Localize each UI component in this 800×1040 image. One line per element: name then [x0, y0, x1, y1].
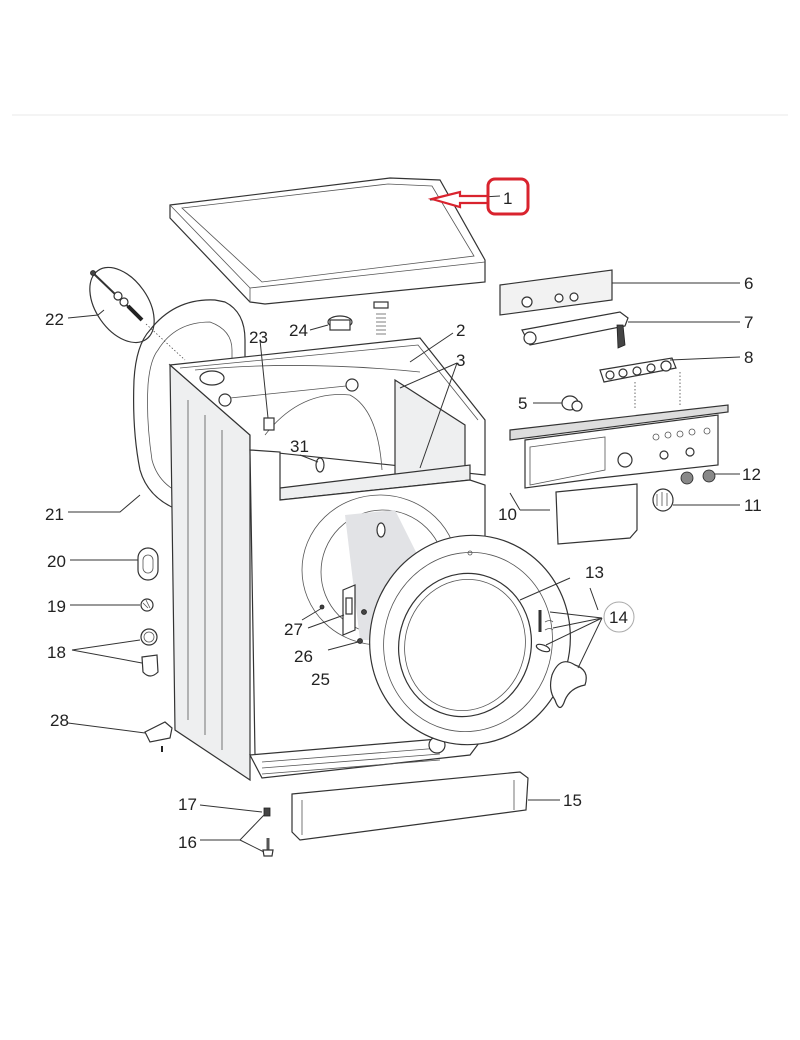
callout-14: 14	[609, 608, 628, 627]
callout-8: 8	[744, 348, 753, 367]
callout-labels: 1 2 3 5 6 7 8 10 11 12 13 14 15 16 17 18…	[45, 189, 762, 852]
callout-5: 5	[518, 394, 527, 413]
screw[interactable]	[357, 638, 363, 644]
programme-knob[interactable]	[652, 488, 674, 512]
header-divider	[12, 114, 788, 116]
screw[interactable]	[319, 604, 325, 610]
callout-16: 16	[178, 833, 197, 852]
small-knob[interactable]	[680, 469, 716, 485]
plug[interactable]	[315, 457, 325, 473]
highlight-callout-1[interactable]	[427, 177, 530, 216]
bracket[interactable]	[263, 417, 275, 431]
callout-23: 23	[249, 328, 268, 347]
foot-nut[interactable]	[263, 807, 271, 817]
callout-28: 28	[50, 711, 69, 730]
callout-14-ring	[603, 601, 635, 633]
callout-21: 21	[45, 505, 64, 524]
callout-24: 24	[289, 321, 308, 340]
callout-25: 25	[311, 670, 330, 689]
door[interactable]	[346, 513, 594, 768]
leader-lines	[67, 195, 741, 853]
control-panel-back[interactable]	[499, 269, 613, 316]
callout-11: 11	[744, 496, 762, 515]
brand-logo-icon	[467, 550, 473, 556]
transit-bolt-kit[interactable]	[77, 256, 186, 361]
service-cover[interactable]	[137, 547, 159, 581]
spring	[373, 301, 389, 335]
callout-3: 3	[456, 351, 465, 370]
callout-31: 31	[290, 437, 309, 456]
callout-19: 19	[47, 597, 66, 616]
door-hinge-handle-kit[interactable]	[535, 610, 587, 709]
callout-15: 15	[563, 791, 582, 810]
top-cover[interactable]	[169, 177, 486, 305]
plinth[interactable]	[291, 771, 529, 841]
callout-17: 17	[178, 795, 197, 814]
drawer-front[interactable]	[555, 483, 638, 545]
callout-1: 1	[503, 189, 512, 208]
callout-26: 26	[294, 647, 313, 666]
door-interlock[interactable]	[342, 584, 356, 636]
callout-22: 22	[45, 310, 64, 329]
detergent-drawer-panel[interactable]	[509, 404, 729, 489]
foot[interactable]	[262, 838, 274, 857]
filter-housing[interactable]	[144, 721, 173, 752]
callout-2: 2	[456, 321, 465, 340]
clamp[interactable]	[327, 315, 353, 331]
callout-12: 12	[742, 465, 761, 484]
callout-6: 6	[744, 274, 753, 293]
button-set[interactable]	[599, 357, 681, 410]
callout-7: 7	[744, 313, 753, 332]
screw[interactable]	[361, 609, 367, 615]
callout-27: 27	[284, 620, 303, 639]
valve[interactable]	[561, 395, 583, 412]
cable-clip[interactable]	[140, 598, 154, 612]
hose-clamps[interactable]	[140, 628, 159, 677]
callout-20: 20	[47, 552, 66, 571]
callout-13: 13	[585, 563, 604, 582]
callout-18: 18	[47, 643, 66, 662]
electronic-board[interactable]	[521, 311, 629, 349]
callout-10: 10	[498, 505, 517, 524]
